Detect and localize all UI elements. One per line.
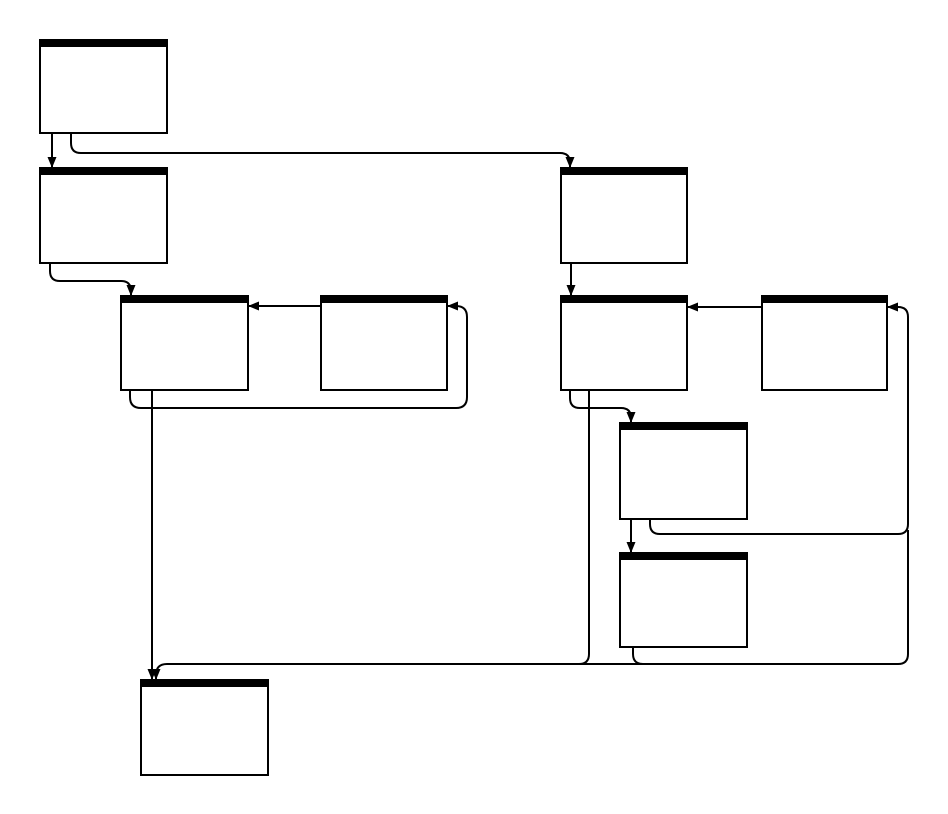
node-titlebar-n2 <box>39 167 168 175</box>
node-titlebar-n7 <box>761 295 888 303</box>
diagram-node-n6 <box>560 295 688 391</box>
node-body-n1 <box>39 39 168 134</box>
node-body-n8 <box>619 422 748 520</box>
node-body-n6 <box>560 295 688 391</box>
diagram-node-n5 <box>560 167 688 264</box>
node-body-n2 <box>39 167 168 264</box>
diagram-edge-n2-to-n3 <box>49 263 136 296</box>
node-body-n9 <box>619 552 748 648</box>
node-body-n5 <box>560 167 688 264</box>
node-titlebar-n9 <box>619 552 748 560</box>
diagram-node-n1 <box>39 39 168 134</box>
node-body-n10 <box>140 679 269 776</box>
diagram-node-n4 <box>320 295 448 391</box>
diagram-edge-n9-to-right-riser <box>632 530 909 665</box>
node-body-n3 <box>120 295 249 391</box>
node-titlebar-n4 <box>320 295 448 303</box>
node-titlebar-n1 <box>39 39 168 47</box>
diagram-node-n2 <box>39 167 168 264</box>
node-titlebar-n8 <box>619 422 748 430</box>
diagram-edge-n6-to-n8 <box>569 390 636 423</box>
node-body-n7 <box>761 295 888 391</box>
diagram-node-n7 <box>761 295 888 391</box>
node-titlebar-n10 <box>140 679 269 687</box>
node-titlebar-n6 <box>560 295 688 303</box>
diagram-edge-n8-to-n7 <box>649 302 909 535</box>
diagram-edge-n1-to-n5 <box>70 133 575 168</box>
diagram-edge-n3-to-n4 <box>129 301 468 409</box>
diagram-edge-n6-to-n10 <box>151 390 590 680</box>
node-titlebar-n5 <box>560 167 688 175</box>
node-body-n4 <box>320 295 448 391</box>
diagram-node-n3 <box>120 295 249 391</box>
node-titlebar-n3 <box>120 295 249 303</box>
diagram-node-n8 <box>619 422 748 520</box>
diagram-node-n9 <box>619 552 748 648</box>
diagram-node-n10 <box>140 679 269 776</box>
